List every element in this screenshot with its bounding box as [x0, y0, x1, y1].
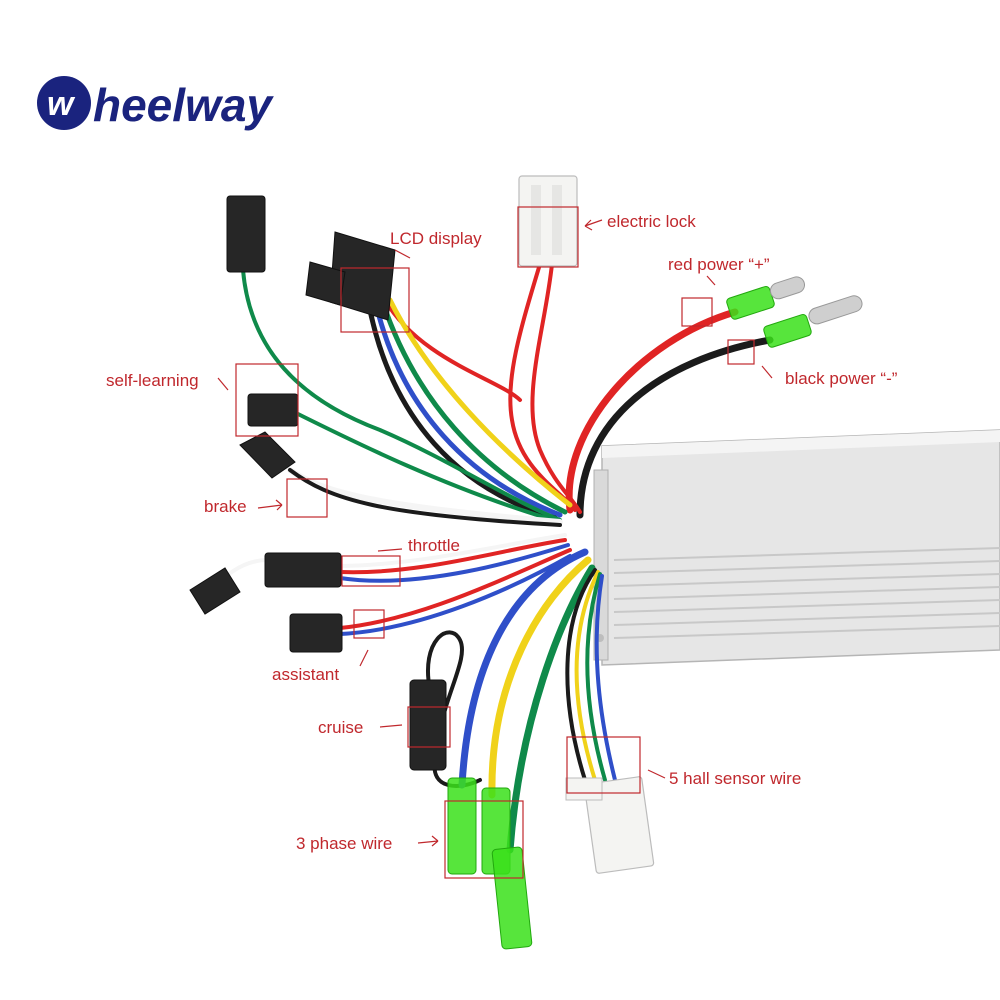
brake-box	[286, 478, 328, 518]
assistant-connector	[289, 613, 343, 653]
brake-label: brake	[204, 497, 247, 516]
brand-mark-circle	[37, 76, 91, 130]
callout-boxes	[235, 206, 755, 879]
hall-sensor-label: 5 hall sensor wire	[669, 769, 801, 788]
self-learning-top-connector	[226, 195, 266, 273]
lcd-display-box	[340, 267, 410, 333]
wire-bundle	[213, 262, 774, 854]
hall-sensor-box	[566, 736, 641, 794]
electric-lock-box	[517, 206, 579, 268]
self-learning-connector	[247, 393, 299, 427]
throttle-side-connector	[189, 567, 241, 615]
self-learning-box	[235, 363, 299, 437]
red-power-label: red power “+”	[668, 255, 770, 274]
cruise-label: cruise	[318, 718, 363, 737]
cruise-box	[407, 706, 451, 748]
throttle-box	[341, 555, 401, 587]
callout-arrows	[217, 219, 773, 847]
red-power-box	[681, 297, 713, 327]
throttle-label: throttle	[408, 536, 460, 555]
electric-lock-connector	[518, 175, 578, 267]
throttle-connector	[264, 552, 342, 588]
callout-labels: LCD display electric lock red power “+” …	[106, 212, 898, 853]
brand-mark-letter: w	[47, 85, 76, 123]
black-power-bullet	[763, 295, 863, 348]
lcd-display-label: LCD display	[390, 229, 482, 248]
phase-tube-3	[491, 846, 533, 950]
electric-lock-label: electric lock	[607, 212, 696, 231]
black-power-box	[727, 339, 755, 365]
red-power-bullet	[726, 276, 806, 320]
brand-name: heelway	[93, 79, 274, 131]
phase-wire-box	[444, 800, 524, 879]
hall-sensor-connector	[583, 776, 655, 874]
phase-wire-label: 3 phase wire	[296, 834, 392, 853]
controller-box	[593, 429, 1000, 666]
phase-tube-1	[447, 777, 477, 875]
assistant-label: assistant	[272, 665, 339, 684]
brake-connector	[239, 431, 296, 479]
assistant-box	[353, 609, 385, 639]
self-learning-label: self-learning	[106, 371, 199, 390]
connectors	[189, 175, 863, 950]
brand-logo: w heelway	[37, 76, 274, 131]
cruise-connector	[409, 679, 447, 771]
black-power-label: black power “-”	[785, 369, 898, 388]
